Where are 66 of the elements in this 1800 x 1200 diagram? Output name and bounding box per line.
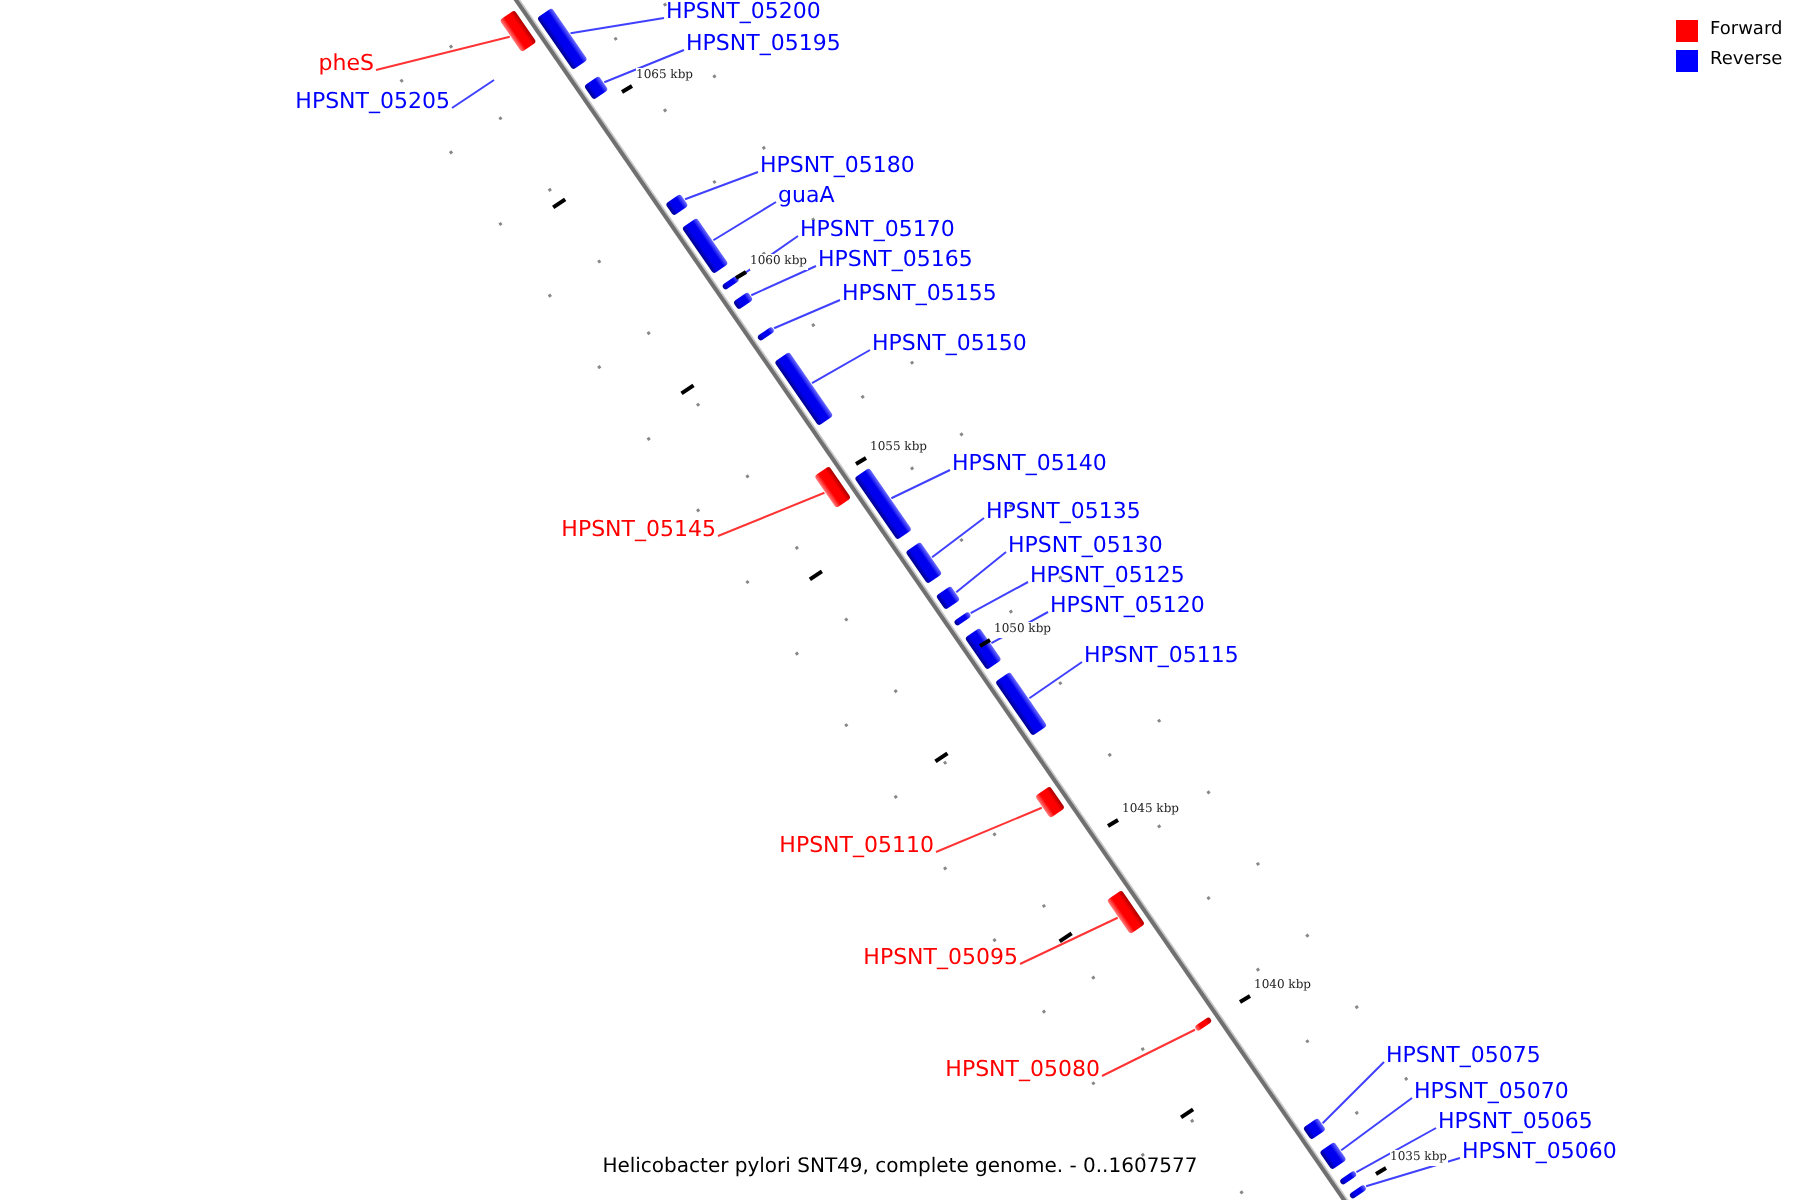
leader-line <box>1028 661 1083 700</box>
leader-line <box>684 171 759 201</box>
gene-block <box>1302 1117 1326 1140</box>
gene-block <box>1106 889 1146 935</box>
leader-line <box>1321 1061 1385 1125</box>
leader-line <box>1101 1028 1196 1077</box>
gene-label: HPSNT_05070 <box>1414 1078 1569 1106</box>
gene-label: HPSNT_05155 <box>842 280 997 308</box>
leader-line <box>569 17 665 35</box>
gene-label: HPSNT_05080 <box>945 1056 1100 1084</box>
leader-line <box>451 79 495 109</box>
gene-block <box>756 326 775 342</box>
gene-block <box>583 75 609 100</box>
leader-line <box>375 35 511 71</box>
gene-label: HPSNT_05145 <box>561 516 716 544</box>
gene-block <box>1035 786 1065 819</box>
leader-line <box>773 299 841 330</box>
gene-block <box>905 541 943 585</box>
leader-line <box>931 517 985 559</box>
gene-label: HPSNT_05135 <box>986 498 1141 526</box>
gene-label: HPSNT_05200 <box>666 0 821 26</box>
caption: Helicobacter pylori SNT49, complete genome. - 0..1607577 <box>602 1156 1198 1178</box>
leader-line <box>1355 1127 1437 1174</box>
leader-line <box>603 49 685 84</box>
gene-label: HPSNT_05095 <box>863 944 1018 972</box>
leader-line <box>750 265 817 297</box>
gene-block <box>1348 1184 1367 1200</box>
gene-label: HPSNT_05120 <box>1050 592 1205 620</box>
leader-line <box>955 551 1007 594</box>
gene-label: HPSNT_05180 <box>760 152 915 180</box>
gene-block <box>1194 1016 1213 1032</box>
gene-block <box>1319 1141 1347 1170</box>
gene-label: HPSNT_05195 <box>686 30 841 58</box>
leader-line <box>969 581 1029 615</box>
leader-line <box>890 469 951 500</box>
leader-line <box>712 201 777 242</box>
gene-label: HPSNT_05170 <box>800 216 955 244</box>
leader-line <box>935 806 1043 853</box>
legend-label: Reverse <box>1710 48 1783 72</box>
leader-line <box>1365 1157 1461 1188</box>
leader-line <box>717 491 826 537</box>
gene-label: guaA <box>778 182 835 210</box>
leader-line <box>1340 1097 1413 1152</box>
gene-block <box>953 611 972 627</box>
gene-label: HPSNT_05110 <box>779 832 934 860</box>
gene-block <box>1339 1170 1358 1186</box>
gene-label: HPSNT_05205 <box>295 88 450 116</box>
legend-label: Forward <box>1710 18 1783 42</box>
gene-label: HPSNT_05165 <box>818 246 973 274</box>
gene-block <box>935 585 961 610</box>
gene-label: pheS <box>318 50 374 78</box>
gene-block <box>499 9 537 53</box>
gene-label: HPSNT_05150 <box>872 330 1027 358</box>
gene-label: HPSNT_05065 <box>1438 1108 1593 1136</box>
gene-block <box>721 275 740 291</box>
gene-label: HPSNT_05115 <box>1084 642 1239 670</box>
gene-label: HPSNT_05125 <box>1030 562 1185 590</box>
gene-block <box>665 193 689 216</box>
gene-block <box>814 465 852 509</box>
gene-label: HPSNT_05140 <box>952 450 1107 478</box>
leader-line <box>811 349 871 385</box>
leader-line <box>1019 916 1119 965</box>
gene-block <box>732 291 754 310</box>
gene-label: HPSNT_05130 <box>1008 532 1163 560</box>
gene-label: HPSNT_05075 <box>1386 1042 1541 1070</box>
gene-label: HPSNT_05060 <box>1462 1138 1617 1166</box>
